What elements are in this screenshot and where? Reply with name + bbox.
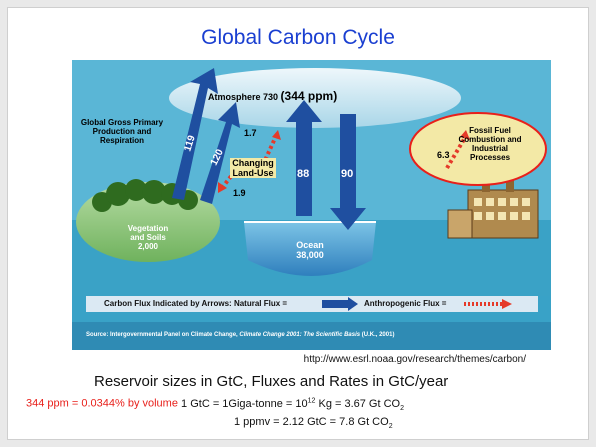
fossil-label: Fossil Fuel Combustion and Industrial Pr…	[452, 126, 528, 162]
gtc-definition: 1 GtC = 1Giga-tonne = 1012 Kg = 3.67 Gt …	[181, 397, 405, 412]
gtc-co2-text: Kg = 3.67 Gt CO	[315, 397, 401, 410]
source-text: Source: Intergovernmental Panel on Clima…	[86, 332, 394, 338]
trees	[92, 179, 198, 212]
ocean-label: Ocean 38,000	[282, 240, 338, 260]
gpp-line: Respiration	[99, 136, 144, 145]
atmosphere-cloud	[169, 68, 461, 128]
source-url: http://www.esrl.noaa.gov/research/themes…	[303, 354, 526, 365]
source-bar	[72, 322, 551, 350]
gpp-line: Global Gross Primary	[80, 118, 164, 127]
natural-flux-arrows	[172, 68, 366, 230]
source-prefix: Source: Intergovernmental Panel on Clima…	[86, 332, 240, 338]
factory	[447, 164, 539, 239]
vegetation-line: and Soils	[130, 233, 166, 242]
land-use-line: Changing	[232, 158, 274, 168]
fossil-flux-arrow	[445, 134, 468, 170]
co2-subscript: 2	[388, 423, 393, 431]
atmosphere-label: Atmosphere 730 (344 ppm)	[208, 89, 337, 103]
gpp-label: Global Gross Primary Production and Resp…	[74, 118, 170, 145]
gpp-line: Production and	[92, 127, 152, 136]
ppmv-text: 1 ppmv = 2.12 GtC = 7.8 Gt CO	[234, 416, 389, 428]
ppm-percent: 344 ppm = 0.0344% by volume	[26, 397, 178, 410]
vegetation-line: Vegetation	[127, 224, 169, 233]
gtc-text: 1 GtC = 1Giga-tonne = 10	[181, 397, 308, 410]
fossil-value: 6.3	[437, 150, 450, 160]
ppmv-line: 1 ppmv = 2.12 GtC = 7.8 Gt CO2	[234, 416, 393, 430]
natural-legend-arrow	[322, 297, 358, 311]
flux-90: 90	[341, 168, 354, 180]
land-use-line: Land-Use	[232, 168, 274, 178]
atmosphere-ppm: (344 ppm)	[280, 89, 338, 103]
land-use-label: Changing Land-Use	[230, 158, 276, 178]
flux-88: 88	[297, 168, 310, 180]
legend-natural: Natural Flux =	[233, 299, 288, 308]
ocean-basin	[244, 222, 376, 276]
slide: Global Carbon Cycle	[7, 7, 589, 440]
source-italic: Climate Change 2001: The Scientific Basi…	[239, 332, 361, 338]
ocean-value: 38,000	[296, 250, 324, 260]
reservoir-line: Reservoir sizes in GtC, Fluxes and Rates…	[94, 373, 449, 390]
land-use-down-value: 1.9	[233, 188, 246, 198]
gtc-exponent: 12	[307, 397, 316, 404]
fossil-line: Industrial	[471, 144, 508, 153]
source-suffix: (U.K., 2001)	[360, 332, 395, 338]
ocean-line: Ocean	[296, 240, 324, 250]
legend-bar	[86, 296, 538, 312]
fossil-line: Processes	[469, 153, 511, 162]
carbon-cycle-diagram: Atmosphere 730 (344 ppm) Global Gross Pr…	[72, 60, 551, 350]
atmosphere-value: Atmosphere 730	[208, 92, 279, 102]
legend-text: Carbon Flux Indicated by Arrows: Natural…	[104, 299, 287, 308]
diagram-graphics	[72, 60, 551, 350]
fossil-highlight	[409, 112, 547, 186]
fossil-line: Fossil Fuel	[469, 126, 511, 135]
legend-title: Carbon Flux Indicated by Arrows:	[104, 299, 232, 308]
vegetation-label: Vegetation and Soils 2,000	[110, 224, 186, 251]
conversion-line: 344 ppm = 0.0344% by volume 1 GtC = 1Gig…	[26, 397, 404, 412]
land-use-up-value: 1.7	[244, 128, 257, 138]
co2-subscript: 2	[400, 404, 405, 412]
legend-anthro: Anthropogenic Flux =	[364, 299, 447, 308]
slide-title: Global Carbon Cycle	[201, 26, 395, 49]
fossil-line: Combustion and	[458, 135, 522, 144]
vegetation-value: 2,000	[137, 242, 159, 251]
